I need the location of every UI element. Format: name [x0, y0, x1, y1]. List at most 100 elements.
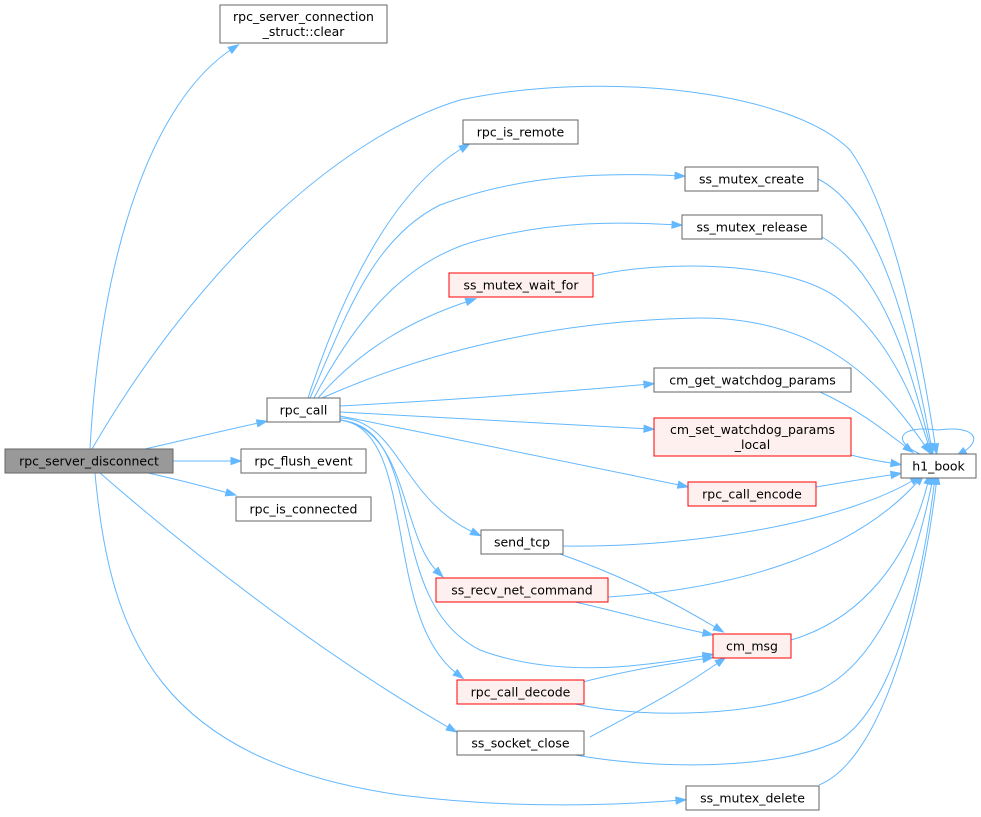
node-label: _struct::clear — [262, 24, 346, 39]
edge-line — [89, 46, 236, 450]
node-ss-mutex-create[interactable]: ss_mutex_create — [684, 166, 819, 192]
edge-arrowhead — [714, 656, 727, 668]
edge-rpc_call-to-rpc_call_decode — [339, 419, 465, 680]
edge-line — [91, 85, 937, 451]
edge-ss_mutex_wait_for-to-h1_book — [592, 265, 933, 456]
edge-arrowhead — [432, 566, 444, 578]
node-ss-mutex-release[interactable]: ss_mutex_release — [681, 214, 823, 240]
node-rpc-is-connected[interactable]: rpc_is_connected — [235, 496, 372, 522]
edge-arrowhead — [224, 488, 238, 497]
node-box[interactable] — [684, 166, 819, 192]
edge-rpc_call-to-cm_get_watchdog_params — [339, 380, 656, 407]
edge-line — [559, 553, 721, 631]
edge-arrowhead — [889, 470, 903, 480]
node-cm-get-watchdog-params[interactable]: cm_get_watchdog_params — [653, 367, 852, 393]
edge-arrowhead — [671, 220, 684, 229]
node-box[interactable] — [266, 397, 341, 423]
edge-line — [815, 473, 898, 488]
node-rpc-call-decode[interactable]: rpc_call_decode — [456, 679, 585, 705]
edge-arrowhead — [889, 458, 903, 468]
edges-layer — [89, 43, 975, 806]
nodes-layer: rpc_server_disconnect rpc_server_connecti… — [4, 4, 977, 811]
edge-arrowhead — [902, 442, 915, 454]
node-box[interactable] — [462, 119, 579, 145]
edge-line — [321, 317, 929, 451]
edge-line — [339, 417, 478, 535]
node-ss-socket-close[interactable]: ss_socket_close — [456, 730, 585, 756]
node-box[interactable] — [235, 496, 372, 522]
node-rpc-call-encode[interactable]: rpc_call_encode — [687, 481, 817, 507]
node-label: rpc_call_decode — [471, 685, 571, 700]
edge-arrowhead — [230, 456, 243, 466]
edge-arrowhead — [701, 654, 715, 664]
edge-arrowhead — [458, 143, 471, 153]
node-box[interactable] — [448, 272, 594, 298]
edge-arrowhead — [643, 380, 656, 389]
edge-arrowhead — [924, 442, 933, 456]
edge-line — [850, 454, 898, 465]
node-h1-book[interactable]: h1_book — [900, 453, 977, 479]
edge-line — [339, 419, 461, 677]
edge-arrowhead — [445, 723, 458, 733]
edge-arrowhead — [255, 419, 269, 428]
node-ss-recv-net-command[interactable]: ss_recv_net_command — [435, 577, 609, 603]
node-rpc-flush-event[interactable]: rpc_flush_event — [240, 448, 367, 474]
node-box[interactable] — [685, 785, 820, 811]
edge-line — [562, 477, 918, 547]
node-box[interactable] — [456, 730, 585, 756]
node-box[interactable] — [712, 633, 792, 659]
edge-line — [819, 391, 911, 451]
edge-line — [99, 472, 454, 731]
edge-line — [901, 428, 975, 455]
node-box[interactable] — [653, 367, 852, 393]
node-box[interactable] — [240, 448, 367, 474]
edge-line — [607, 477, 922, 598]
edge-line — [313, 222, 679, 399]
node-label: ss_mutex_delete — [700, 791, 805, 806]
node-rpc-server-disconnect[interactable]: rpc_server_disconnect — [4, 448, 174, 474]
node-box[interactable] — [900, 453, 977, 479]
node-label: cm_set_watchdog_params — [670, 422, 835, 437]
edge-arrowhead — [464, 298, 478, 307]
node-label: rpc_server_disconnect — [19, 454, 159, 469]
node-send-tcp[interactable]: send_tcp — [480, 529, 564, 555]
edge-rpc_call_encode-to-h1_book — [815, 470, 903, 488]
node-clear[interactable]: rpc_server_connection_struct::clear — [219, 4, 388, 44]
node-label: rpc_call_encode — [702, 487, 802, 502]
node-rpc-call[interactable]: rpc_call — [266, 397, 341, 423]
edge-line — [574, 657, 710, 685]
edge-line — [307, 145, 467, 399]
node-box[interactable] — [456, 679, 585, 705]
edge-line — [817, 178, 933, 451]
edge-line — [147, 472, 233, 495]
edge-rpc_call-to-ss_mutex_release — [313, 220, 684, 399]
edge-line — [94, 472, 683, 806]
node-cm-msg[interactable]: cm_msg — [712, 633, 792, 659]
edge-ss_recv_net_command-to-cm_msg — [574, 601, 715, 637]
node-ss-mutex-wait-for[interactable]: ss_mutex_wait_for — [448, 272, 594, 298]
node-label: cm_msg — [726, 639, 778, 654]
edge-rpc_call-to-ss_recv_net_command — [339, 419, 444, 578]
edge-rpc_server_disconnect-to-rpc_flush_event — [173, 456, 243, 466]
node-box[interactable] — [4, 448, 174, 474]
node-ss-mutex-delete[interactable]: ss_mutex_delete — [685, 785, 820, 811]
node-box[interactable] — [435, 577, 609, 603]
node-rpc-is-remote[interactable]: rpc_is_remote — [462, 119, 579, 145]
node-label: _local — [734, 437, 770, 452]
node-cm-set-watchdog-params-local[interactable]: cm_set_watchdog_params_local — [653, 417, 852, 457]
node-label: rpc_flush_event — [254, 454, 352, 469]
node-label: send_tcp — [494, 535, 550, 550]
edge-rpc_server_disconnect-to-clear — [89, 43, 240, 450]
edge-ss_socket_close-to-cm_msg — [589, 656, 727, 738]
edge-cm_set_watchdog_params_local-to-h1_book — [850, 454, 903, 468]
edge-arrowhead — [452, 668, 465, 680]
edge-line — [821, 236, 932, 451]
edge-line — [589, 659, 723, 738]
node-box[interactable] — [653, 417, 852, 457]
node-box[interactable] — [681, 214, 823, 240]
node-box[interactable] — [687, 481, 817, 507]
edge-line — [339, 419, 441, 575]
node-box[interactable] — [219, 4, 388, 44]
node-box[interactable] — [480, 529, 564, 555]
